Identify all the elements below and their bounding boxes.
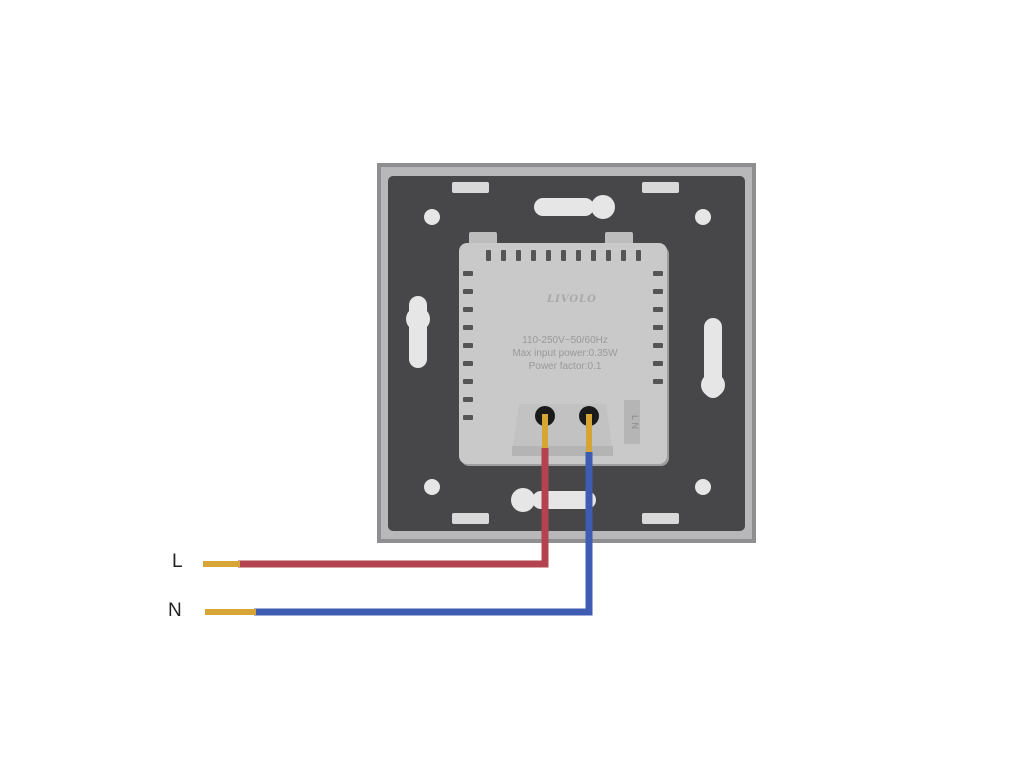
- module-brand: LIVOLO: [546, 294, 597, 305]
- terminal-marking-strip: [624, 400, 640, 444]
- module-spec-line: Power factor:0.1: [529, 361, 602, 372]
- mounting-slot: [409, 296, 427, 368]
- module-tab: [605, 232, 633, 246]
- mounting-slot-end: [701, 373, 725, 397]
- clip-notch: [642, 182, 679, 193]
- screw-hole: [695, 479, 711, 495]
- screw-hole: [424, 479, 440, 495]
- neutral-wire-label: N: [168, 600, 182, 621]
- screw-hole: [424, 209, 440, 225]
- clip-notch: [642, 513, 679, 524]
- module-spec-line: Max input power:0.35W: [512, 348, 618, 359]
- live-wire-label: L: [172, 551, 183, 572]
- right-vents: [653, 271, 663, 384]
- screw-hole: [695, 209, 711, 225]
- module-body: [459, 243, 667, 464]
- module-tab: [469, 232, 497, 246]
- live-wire: [238, 448, 549, 568]
- mounting-slot-end: [406, 307, 430, 331]
- neutral-wire: [254, 452, 593, 616]
- left-vents: [463, 271, 473, 420]
- clip-notch: [452, 182, 489, 193]
- mounting-slot: [534, 198, 594, 216]
- terminal-marking: L N: [630, 415, 640, 429]
- module-spec-line: 110-250V~50/60Hz: [522, 335, 608, 346]
- mounting-slot-end: [591, 195, 615, 219]
- terminal-block: [512, 404, 613, 452]
- terminal-block-base: [512, 446, 613, 456]
- top-vents: [486, 250, 641, 261]
- mounting-slot-end: [511, 488, 535, 512]
- clip-notch: [452, 513, 489, 524]
